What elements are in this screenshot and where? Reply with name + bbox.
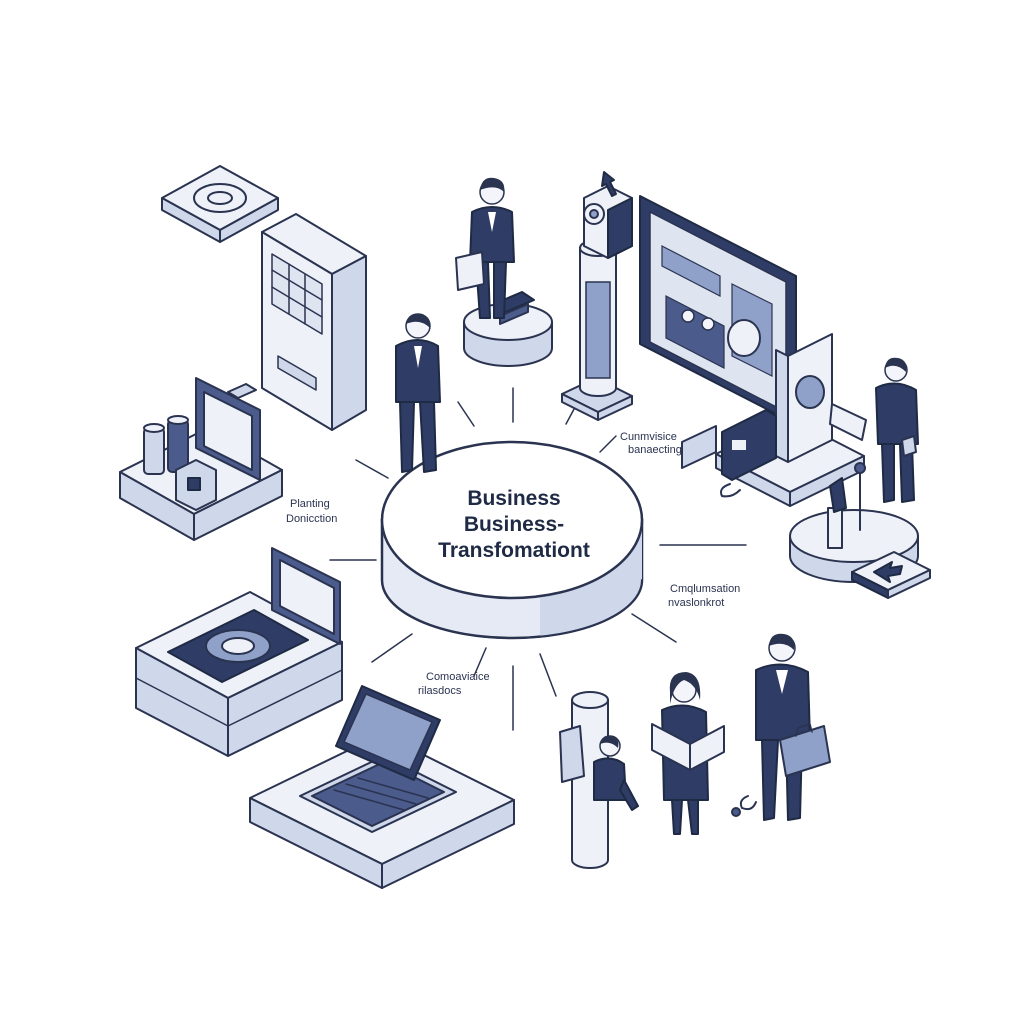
- kiosk-machine-icon: [715, 333, 865, 507]
- cylinder-column-icon: [561, 239, 633, 421]
- label-right-bottom: nvaslonkrot: [668, 597, 724, 609]
- label-upper-right-bottom: banaecting: [628, 444, 682, 456]
- label-left-top: Planting: [290, 498, 330, 510]
- label-upper-right-top: Cunmvisice: [620, 431, 677, 443]
- label-bottom-top: Comoaviaice: [426, 671, 490, 683]
- label-right-top: Cmqlumsation: [670, 583, 740, 595]
- diagram-labels: Planting Donicction Cunmvisice banaectin…: [286, 431, 740, 697]
- hub-title-line1: Business: [467, 487, 560, 510]
- label-left-bottom: Donicction: [286, 513, 337, 525]
- hub-title-line3: Transfomationt: [438, 539, 590, 562]
- gear-cursor-icon: [583, 171, 633, 259]
- businessman-pedestal-figure: [455, 177, 553, 367]
- device-box-dial-icon: [135, 547, 343, 757]
- central-hub: Business Business- Transfomationt: [380, 440, 644, 640]
- server-cabinet-icon: [261, 213, 367, 431]
- tube-person-figure: [559, 691, 639, 869]
- arrow-platform-icon: [789, 462, 931, 599]
- label-bottom-bottom: rilasdocs: [418, 685, 462, 697]
- workstation-monitor-icon: [119, 377, 283, 541]
- laptop-platform-icon: [249, 685, 515, 889]
- round-button-tile-icon: [161, 165, 279, 243]
- businesswoman-documents-figure: [651, 672, 725, 835]
- hub-title-line2: Business-: [464, 513, 564, 536]
- businessman-briefcase-figure: [731, 633, 831, 821]
- businessman-laptop-figure: [829, 357, 919, 503]
- businessman-standing-figure: [395, 313, 441, 473]
